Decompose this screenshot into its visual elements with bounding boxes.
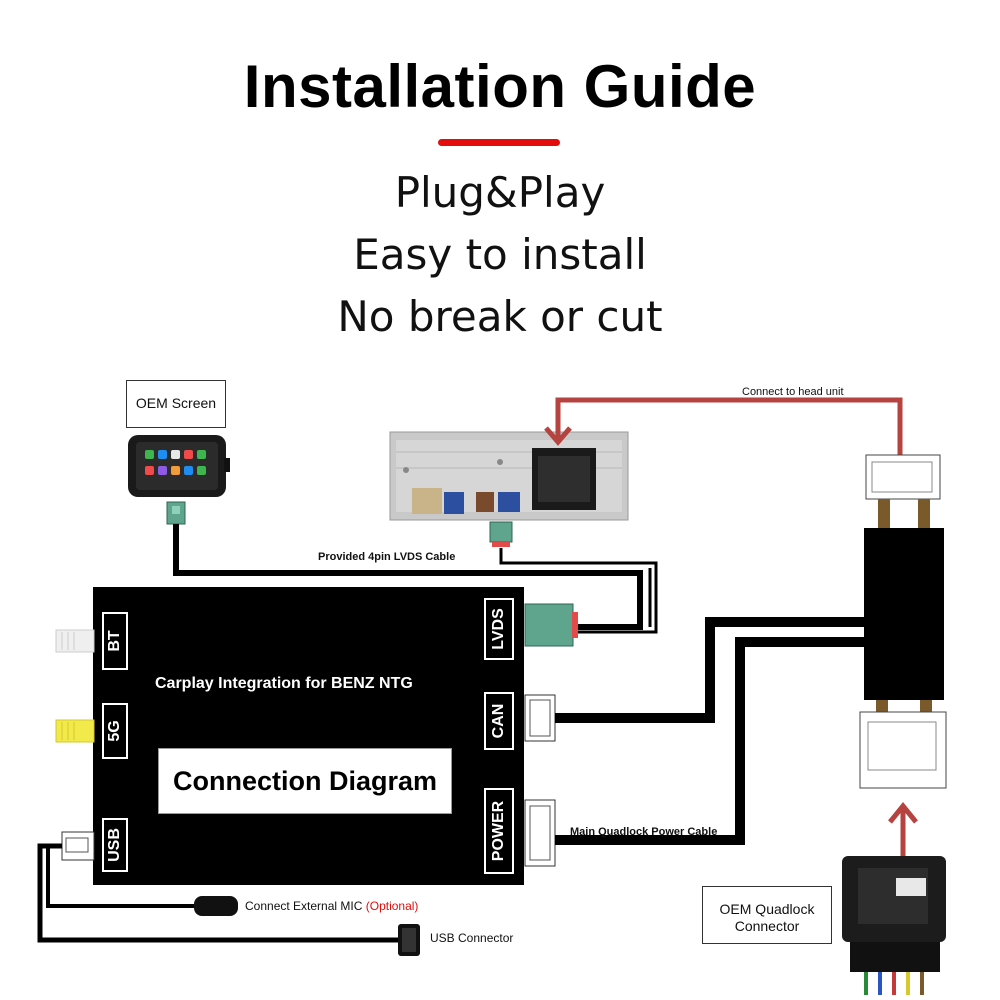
- head-unit-icon: [389, 431, 629, 547]
- oem-quadlock-label: OEM Quadlock Connector: [702, 886, 832, 944]
- lvds-cable: [173, 524, 658, 634]
- connection-diagram-label: Connection Diagram: [158, 748, 452, 814]
- title-underline: [438, 139, 560, 146]
- head-unit-arrow-icon: [544, 397, 903, 455]
- page-title: Installation Guide: [243, 53, 757, 120]
- module-title: Carplay Integration for BENZ NTG: [155, 675, 413, 692]
- port-power: POWER: [484, 788, 514, 874]
- mic-icon: [194, 896, 238, 916]
- mic-label: Connect External MIC (Optional): [245, 899, 418, 913]
- main-quadlock-label: Main Quadlock Power Cable: [570, 826, 718, 838]
- port-can: CAN: [484, 692, 514, 750]
- mic-label-text: Connect External MIC: [245, 899, 363, 913]
- mic-optional-text: (Optional): [365, 899, 419, 913]
- oem-screen-label: OEM Screen: [126, 380, 226, 428]
- port-bt: BT: [102, 612, 128, 670]
- oem-screen-icon: [128, 435, 230, 525]
- can-power-cables: [555, 617, 868, 845]
- quadlock-arrow-icon: [888, 802, 918, 862]
- oem-quadlock-icon: [842, 856, 946, 995]
- port-5g: 5G: [102, 703, 128, 759]
- feature-plug-play: Plug&Play: [394, 168, 606, 217]
- port-lvds: LVDS: [484, 598, 514, 660]
- usb-connector-label: USB Connector: [430, 931, 514, 945]
- usb-connector-icon: [398, 924, 420, 956]
- head-unit-label: Connect to head unit: [742, 386, 844, 398]
- feature-no-cut: No break or cut: [337, 292, 663, 341]
- lvds-cable-label: Provided 4pin LVDS Cable: [318, 551, 456, 563]
- quadlock-adapter-icon: [859, 454, 947, 789]
- feature-easy-install: Easy to install: [353, 230, 647, 279]
- carplay-module: [93, 587, 524, 885]
- usb-mic-cables: [37, 843, 400, 943]
- port-usb: USB: [102, 818, 128, 872]
- left-connectors: [55, 629, 95, 861]
